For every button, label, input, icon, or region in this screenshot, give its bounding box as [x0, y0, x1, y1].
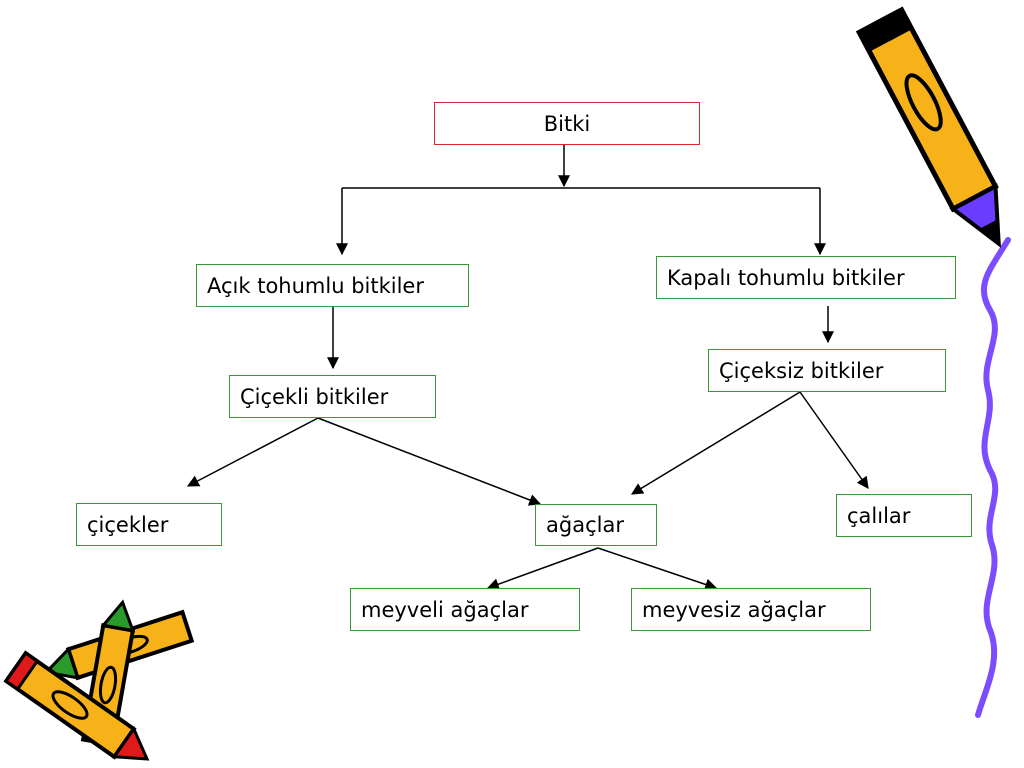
node-meyveli: meyveli ağaçlar — [350, 588, 580, 631]
node-agaclar: ağaçlar — [535, 504, 657, 546]
arrow-to-cicekler — [186, 417, 319, 487]
node-kapali-tohumlu: Kapalı tohumlu bitkiler — [656, 256, 956, 299]
arrow-to-calilar — [799, 391, 869, 489]
node-cicekler: çiçekler — [76, 503, 222, 546]
node-cicekli: Çiçekli bitkiler — [229, 375, 436, 418]
node-calilar: çalılar — [836, 494, 972, 537]
arrow-to-meyveli — [486, 547, 599, 590]
arrow-cicekli-agaclar — [317, 417, 542, 506]
arrow-to-meyvesiz — [597, 547, 718, 591]
node-bitki: Bitki — [434, 102, 700, 145]
node-acik-tohumlu: Açık tohumlu bitkiler — [196, 264, 469, 307]
node-meyvesiz: meyvesiz ağaçlar — [631, 588, 871, 631]
arrow-ciceksiz-agaclar — [630, 391, 801, 495]
node-ciceksiz: Çiçeksiz bitkiler — [708, 349, 946, 392]
